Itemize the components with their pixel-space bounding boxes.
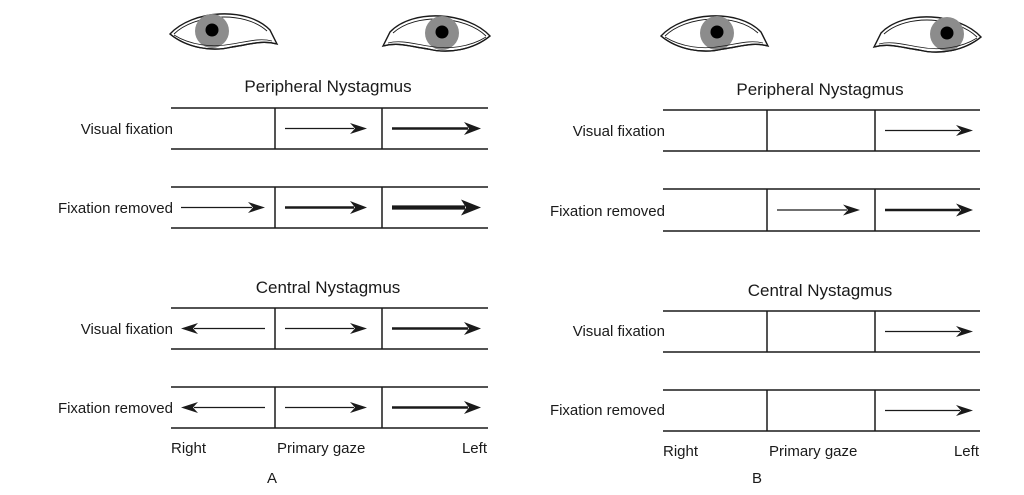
nystagmus-row [171, 107, 488, 150]
lower-lid-inner [664, 36, 764, 49]
axis-label-primary-gaze: Primary gaze [277, 440, 365, 457]
arrow-head [350, 402, 367, 413]
nystagmus-row [663, 109, 980, 152]
arrow-head [956, 326, 973, 337]
eyes-panel-a [168, 13, 492, 52]
arrow-head [956, 203, 973, 217]
arrow-left-icon [181, 323, 265, 334]
lower-lid [873, 36, 982, 53]
arrow-right-icon [285, 201, 367, 214]
arrow-head [350, 323, 367, 334]
section-central-b [663, 310, 980, 432]
arrow-head [843, 204, 860, 216]
axis-label-left: Left [462, 440, 488, 457]
arrow-right-icon [777, 204, 860, 216]
pupil [710, 25, 724, 39]
nystagmus-row [171, 186, 488, 229]
nystagmus-row [171, 307, 488, 350]
arrow-right-icon [392, 199, 481, 216]
panel-label-b: B [752, 470, 762, 487]
arrow-right-icon [885, 405, 973, 416]
lower-lid [382, 35, 491, 52]
arrow-right-icon [392, 122, 481, 135]
arrow-left-icon [181, 402, 265, 413]
arrow-right-icon [285, 402, 367, 413]
axis-label-right: Right [663, 443, 699, 460]
arrow-right-icon [285, 323, 367, 334]
arrow-right-icon [181, 202, 265, 213]
axis-label-right: Right [171, 440, 207, 457]
section-peripheral-a [171, 107, 488, 229]
panel-a: Peripheral Nystagmus Visual fixation Fix… [58, 13, 492, 487]
nystagmus-row [663, 389, 980, 432]
eye-icon [872, 16, 983, 53]
nystagmus-row [663, 188, 980, 232]
row-label: Fixation removed [550, 402, 665, 419]
eye-icon [381, 15, 492, 52]
axis-label-left: Left [954, 443, 980, 460]
row-label: Visual fixation [81, 321, 173, 338]
section-title-central-b: Central Nystagmus [748, 281, 893, 300]
arrow-head [956, 405, 973, 416]
eye-icon [659, 15, 770, 52]
eye-icon [168, 13, 279, 50]
arrow-head [464, 322, 481, 335]
eyelid-crease [883, 19, 978, 38]
axis-label-primary-gaze: Primary gaze [769, 443, 857, 460]
arrow-head [956, 125, 973, 136]
section-peripheral-b [663, 109, 980, 232]
pupil [435, 25, 449, 39]
arrow-head [350, 123, 367, 134]
arrow-head [181, 323, 198, 334]
row-label: Fixation removed [58, 400, 173, 417]
eyes-panel-b [659, 15, 983, 53]
nystagmus-row [663, 310, 980, 353]
lower-lid-inner [387, 36, 487, 49]
arrow-head [464, 401, 481, 414]
panel-label-a: A [267, 470, 277, 487]
arrow-head [350, 201, 367, 214]
arrow-head [461, 199, 481, 216]
arrow-right-icon [392, 401, 481, 414]
lower-lid-inner [173, 34, 273, 47]
row-label: Visual fixation [573, 323, 665, 340]
panel-b: Peripheral Nystagmus Visual fixation Fix… [550, 15, 983, 487]
section-central-a [171, 307, 488, 429]
pupil [940, 26, 954, 40]
section-title-peripheral-b: Peripheral Nystagmus [736, 80, 903, 99]
row-label: Visual fixation [573, 123, 665, 140]
arrow-head [464, 122, 481, 135]
row-label: Visual fixation [81, 121, 173, 138]
arrow-right-icon [885, 203, 973, 217]
row-label: Fixation removed [550, 203, 665, 220]
nystagmus-row [171, 386, 488, 429]
lower-lid [660, 35, 769, 52]
section-title-central-a: Central Nystagmus [256, 278, 401, 297]
arrow-head [248, 202, 265, 213]
arrow-right-icon [285, 123, 367, 134]
pupil [205, 23, 219, 37]
arrow-right-icon [885, 326, 973, 337]
lower-lid-inner [878, 37, 978, 50]
lower-lid [169, 33, 278, 50]
arrow-head [181, 402, 198, 413]
section-title-peripheral-a: Peripheral Nystagmus [244, 77, 411, 96]
arrow-right-icon [885, 125, 973, 136]
row-label: Fixation removed [58, 200, 173, 217]
arrow-right-icon [392, 322, 481, 335]
